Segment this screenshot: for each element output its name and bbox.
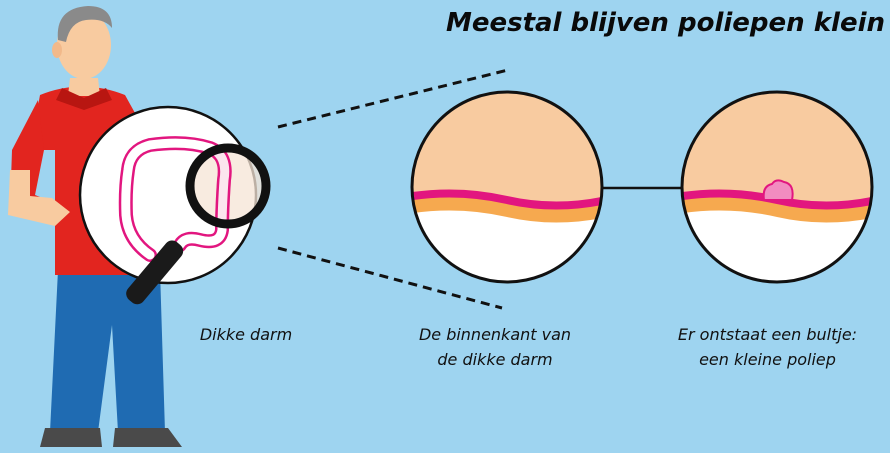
polyp-circle (680, 90, 874, 284)
caption-inner-line2: de dikke darm (437, 350, 553, 369)
magnifying-glass-icon (126, 143, 271, 305)
caption-polyp-line1: Er ontstaat een bultje: (677, 325, 858, 344)
caption-colon: Dikke darm (199, 325, 293, 344)
page-title: Meestal blijven poliepen klein (445, 8, 885, 38)
right-shoe (113, 428, 182, 447)
caption-inner-line1: De binnenkant van (418, 325, 572, 344)
hair (57, 6, 112, 42)
zoom-line-bottom (277, 246, 503, 310)
colon-wall-circle (410, 90, 604, 284)
magnifier-handle (126, 240, 184, 305)
neck (68, 78, 100, 96)
collar (56, 88, 112, 110)
polyp-icon (762, 179, 794, 201)
caption-polyp-line2: een kleine poliep (699, 350, 836, 369)
mucosa-line (412, 189, 602, 210)
magnifier-rim (185, 143, 271, 229)
colon-wall-outline (410, 90, 604, 284)
left-hand (8, 170, 70, 226)
trousers (50, 270, 165, 432)
left-shoe (40, 428, 102, 447)
zoom-line-top (277, 68, 509, 129)
ear (52, 42, 62, 58)
polyp-circle-outline (680, 90, 874, 284)
